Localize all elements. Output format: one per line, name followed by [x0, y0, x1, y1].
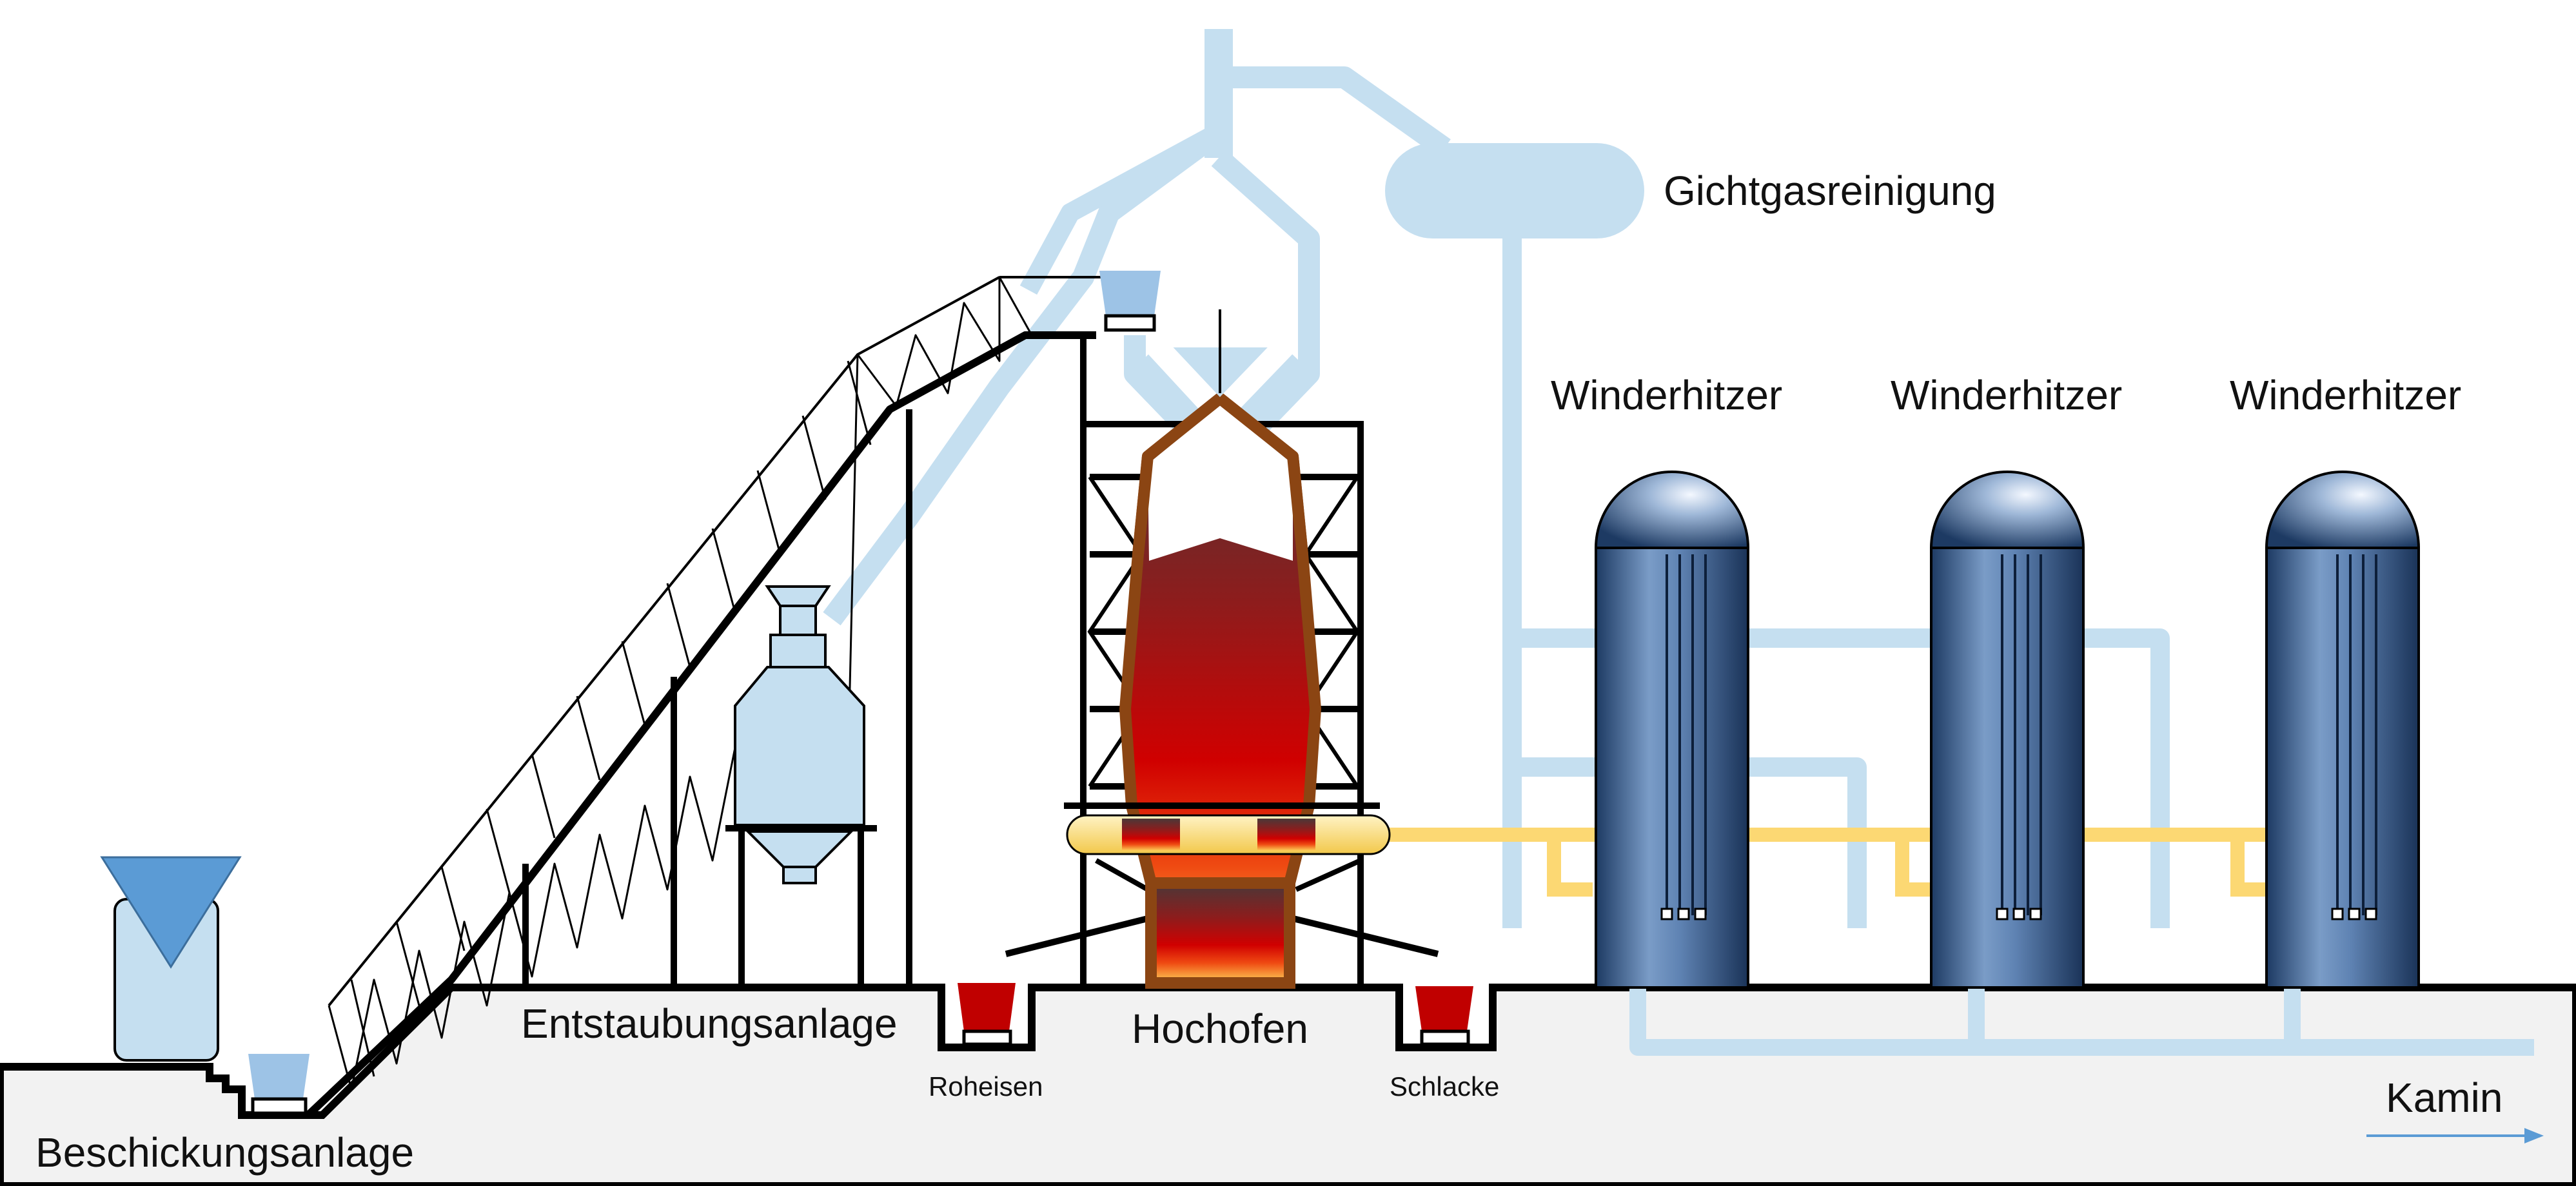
gas-cleaning-vessel — [1385, 143, 1644, 238]
label-wind-heater-1: Winderhitzer — [1551, 372, 1782, 418]
wind-heater-2 — [1929, 471, 2085, 989]
skip-car-top — [1099, 271, 1161, 332]
wind-heater-1 — [1594, 471, 1750, 989]
ground — [0, 984, 2576, 1186]
label-furnace: Hochofen — [1132, 1006, 1308, 1052]
chimney-arrow — [2366, 1128, 2544, 1143]
label-pig-iron: Roheisen — [929, 1071, 1043, 1102]
label-gas-cleaning: Gichtgasreinigung — [1664, 168, 1996, 214]
label-charging: Beschickungsanlage — [35, 1129, 414, 1176]
furnace-hopper — [1173, 309, 1268, 397]
hot-blast-pipes — [1380, 828, 2270, 897]
label-wind-heater-2: Winderhitzer — [1891, 372, 2122, 418]
slag-ladle — [1415, 986, 1473, 1046]
tuyere-ring — [1005, 802, 1439, 989]
label-chimney: Kamin — [2386, 1074, 2502, 1121]
label-slag: Schlacke — [1390, 1071, 1499, 1102]
label-wind-heater-3: Winderhitzer — [2230, 372, 2461, 418]
wind-heater-3 — [2265, 471, 2421, 989]
pig-iron-ladle — [958, 983, 1016, 1046]
charging-bin — [100, 856, 242, 1062]
label-dedusting: Entstaubungsanlage — [521, 1000, 898, 1047]
dedusting-cyclone — [725, 585, 877, 987]
skip-car-bottom — [248, 1054, 310, 1115]
conveyor-truss — [306, 276, 1103, 1117]
